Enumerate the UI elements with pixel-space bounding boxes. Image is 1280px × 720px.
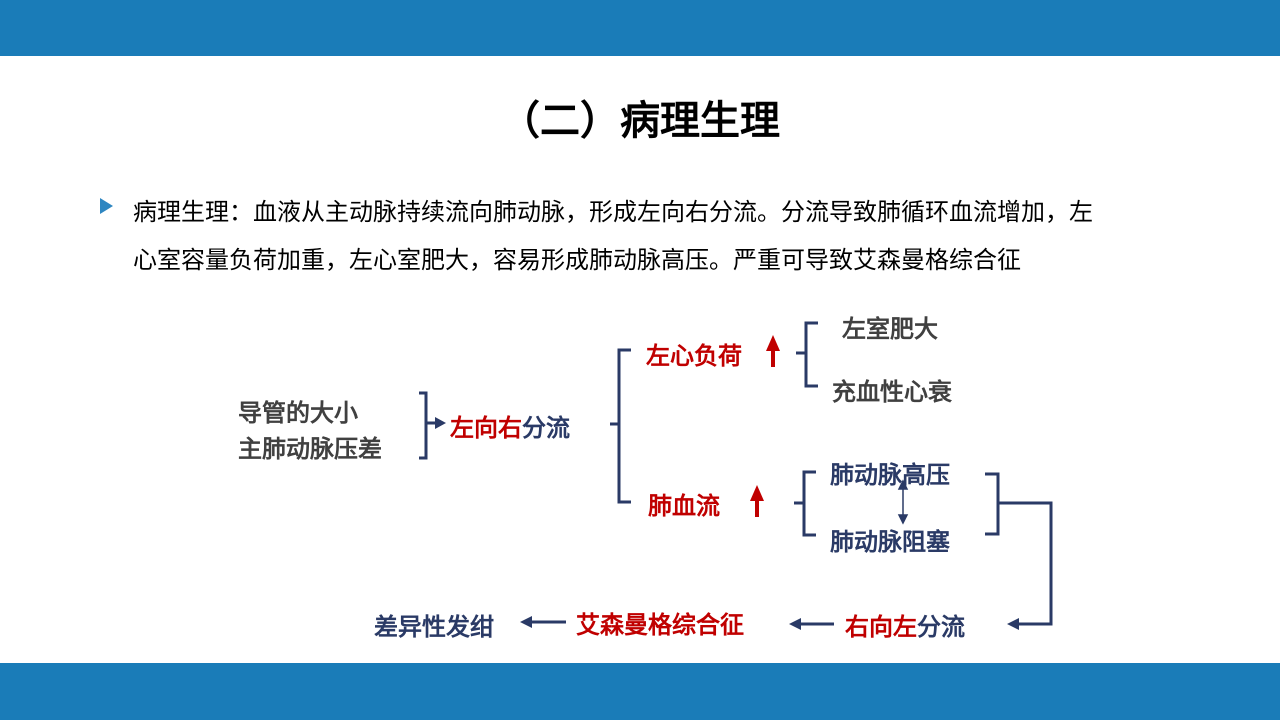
bullet-arrow-icon xyxy=(100,198,113,214)
down-arrowhead-icon xyxy=(897,514,909,525)
arrow-to-shunt-icon xyxy=(435,417,446,429)
cause-duct-size: 导管的大小 xyxy=(238,399,358,427)
right-to-left-shunt: 右向左分流 xyxy=(845,607,965,642)
split-bracket xyxy=(617,348,631,504)
loop-connector xyxy=(998,501,1053,626)
congestive-heart-failure: 充血性心衰 xyxy=(832,378,952,406)
pulm-right-bracket xyxy=(985,472,1000,536)
top-banner xyxy=(0,0,1280,56)
left-to-right-shunt-highlight: 左向右 xyxy=(450,414,522,442)
page-title: （二）病理生理 xyxy=(500,98,780,144)
left-heart-load: 左心负荷 xyxy=(646,342,742,370)
pulm-flow-up-arrow-icon xyxy=(750,485,764,501)
left-to-right-shunt-tail: 分流 xyxy=(522,414,570,442)
differential-cyanosis: 差异性发绀 xyxy=(374,613,494,641)
pulm-flow-bracket xyxy=(802,470,816,537)
pulmonary-blood-flow: 肺血流 xyxy=(648,492,720,520)
left-to-right-shunt: 左向右分流 xyxy=(450,408,570,443)
right-to-left-shunt-highlight: 右向左 xyxy=(845,613,917,641)
cause-pressure-gradient: 主肺动脉压差 xyxy=(238,435,382,463)
left-load-up-arrow-icon xyxy=(766,335,780,351)
loop-arrowhead-icon xyxy=(1007,618,1019,630)
arrow-to-cyanosis-icon xyxy=(520,616,532,628)
pulmonary-hypertension: 肺动脉高压 xyxy=(830,461,950,489)
lv-hypertrophy: 左室肥大 xyxy=(842,315,938,343)
arrow-to-eisenmenger-icon xyxy=(789,618,801,630)
cause-bracket xyxy=(419,391,428,460)
up-arrowhead-icon xyxy=(897,479,909,490)
bottom-banner xyxy=(0,663,1280,720)
right-to-left-shunt-tail: 分流 xyxy=(917,613,965,641)
body-text-line-2: 心室容量负荷加重，左心室肥大，容易形成肺动脉高压。严重可导致艾森曼格综合征 xyxy=(133,246,1021,274)
left-load-bracket xyxy=(804,321,818,388)
body-text-line-1: 病理生理：血液从主动脉持续流向肺动脉，形成左向右分流。分流导致肺循环血流增加，左 xyxy=(133,198,1093,226)
pulmonary-obstruction: 肺动脉阻塞 xyxy=(830,528,950,556)
eisenmenger-syndrome: 艾森曼格综合征 xyxy=(576,611,744,639)
